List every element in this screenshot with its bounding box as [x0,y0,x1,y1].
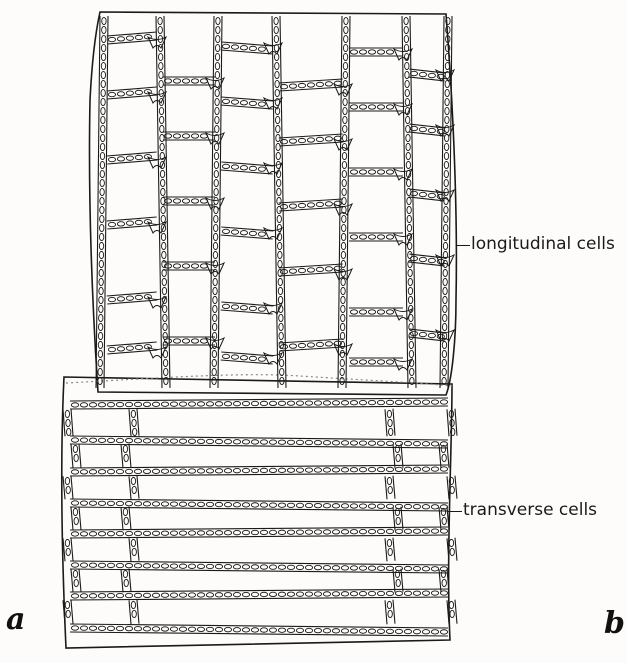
longitudinal-leader-line [456,245,470,246]
transverse-wall [70,465,448,476]
longitudinal-cross-wall [279,79,343,91]
transverse-edge-wall [129,409,139,437]
wall-junction-thickening [394,309,412,320]
longitudinal-cross-wall [279,264,343,276]
transverse-leader-line [448,511,462,512]
wall-junction-thickening [148,157,166,168]
transverse-edge-wall [121,444,131,469]
transverse-wall [70,589,448,600]
transverse-edge-wall [71,569,81,593]
transverse-edge-wall [121,569,131,593]
transverse-edge-wall [385,600,395,625]
transverse-edge-wall [63,476,73,500]
wall-junction-thickening [264,228,282,239]
transverse-cell-walls [63,398,457,636]
transverse-edge-wall [63,409,73,437]
transverse-edge-wall [385,409,395,437]
transverse-edge-wall [71,507,81,531]
longitudinal-cross-wall [279,134,343,146]
longitudinal-cell-walls [96,16,454,388]
longitudinal-cells-label: longitudinal cells [471,234,615,254]
wall-junction-thickening [264,163,282,174]
longitudinal-cross-wall [279,339,343,351]
wall-junction-thickening [394,234,412,245]
longitudinal-wall [96,16,108,388]
transverse-edge-wall [129,538,139,562]
longitudinal-wall [338,16,350,388]
longitudinal-cross-wall [279,199,343,211]
transverse-wall [70,527,448,538]
transverse-edge-wall [129,476,139,500]
wall-junction-thickening [334,344,352,355]
transverse-cells-label: transverse cells [463,500,597,520]
transverse-edge-wall [385,476,395,500]
transverse-edge-wall [129,600,139,625]
transverse-edge-wall [71,444,81,469]
longitudinal-wall [156,16,170,388]
transverse-edge-wall [63,538,73,562]
transverse-edge-wall [121,507,131,531]
wall-junction-thickening [394,169,412,180]
wall-junction-thickening [206,198,224,209]
wall-junction-thickening [206,263,224,274]
longitudinal-wall [210,16,222,388]
transverse-wall [70,398,448,409]
transverse-wall [70,624,448,636]
transverse-edge-wall [385,538,395,562]
transverse-edge-wall [447,476,457,500]
panel-letter-b: b [604,606,625,641]
wall-junction-thickening [394,359,412,370]
longitudinal-wall [272,16,286,388]
panel-letter-a: a [6,602,25,637]
